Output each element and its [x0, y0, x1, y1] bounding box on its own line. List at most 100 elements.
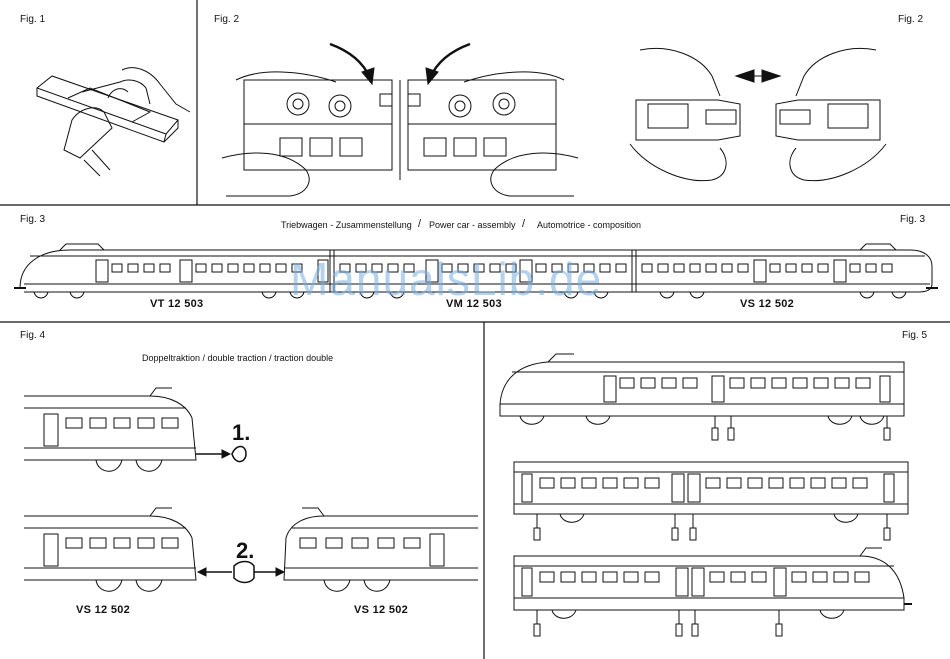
watermark-text: ManualsLib.de — [290, 252, 602, 306]
window — [832, 478, 846, 488]
window — [642, 264, 652, 272]
fig3-caption-english: Power car - assembly — [429, 220, 516, 230]
window — [162, 418, 178, 428]
window — [706, 264, 716, 272]
window — [160, 264, 170, 272]
window — [710, 572, 724, 582]
window — [793, 378, 807, 388]
window — [66, 418, 82, 428]
window — [603, 572, 617, 582]
fig3-caption-separator-1: / — [418, 218, 421, 230]
window — [582, 478, 596, 488]
window — [540, 572, 554, 582]
fig3-caption-french: Automotrice - composition — [537, 220, 641, 230]
window — [683, 378, 697, 388]
window — [138, 538, 154, 548]
window — [792, 572, 806, 582]
window — [722, 264, 732, 272]
window — [212, 264, 222, 272]
window — [834, 572, 848, 582]
window — [752, 572, 766, 582]
window — [727, 478, 741, 488]
window — [276, 264, 286, 272]
window — [730, 378, 744, 388]
window — [674, 264, 684, 272]
fig4-step-2: 2. — [236, 538, 254, 564]
window — [835, 378, 849, 388]
window — [856, 378, 870, 388]
fig3-caption-german: Triebwagen - Zusammenstellung — [281, 220, 412, 230]
window — [582, 572, 596, 582]
window — [748, 478, 762, 488]
window — [352, 538, 368, 548]
window — [850, 264, 860, 272]
window — [814, 378, 828, 388]
fig4-caption: Doppeltraktion / double traction / tract… — [142, 353, 333, 363]
fig3-label-left: Fig. 3 — [20, 214, 45, 225]
fig1-label: Fig. 1 — [20, 14, 45, 25]
window — [404, 538, 420, 548]
window — [196, 264, 206, 272]
window — [112, 264, 122, 272]
window — [624, 572, 638, 582]
fig3-car-label-vs: VS 12 502 — [740, 298, 794, 310]
window — [540, 478, 554, 488]
window — [90, 538, 106, 548]
window — [690, 264, 700, 272]
fig1-drawing — [37, 68, 190, 176]
window — [769, 478, 783, 488]
window — [260, 264, 270, 272]
window — [620, 378, 634, 388]
window — [662, 378, 676, 388]
window — [561, 478, 575, 488]
window — [326, 538, 342, 548]
window — [162, 538, 178, 548]
window — [751, 378, 765, 388]
window — [378, 538, 394, 548]
window — [228, 264, 238, 272]
window — [300, 538, 316, 548]
window — [90, 418, 106, 428]
window — [811, 478, 825, 488]
window — [706, 478, 720, 488]
fig4-car-label-right: VS 12 502 — [354, 604, 408, 616]
fig2-label-right: Fig. 2 — [898, 14, 923, 25]
window — [790, 478, 804, 488]
window — [818, 264, 828, 272]
window — [244, 264, 254, 272]
fig5-label: Fig. 5 — [902, 330, 927, 341]
fig4-step-1: 1. — [232, 420, 250, 446]
fig2-left-drawing — [222, 44, 578, 196]
window — [738, 264, 748, 272]
window — [144, 264, 154, 272]
window — [855, 572, 869, 582]
window — [882, 264, 892, 272]
fig3-label-right: Fig. 3 — [900, 214, 925, 225]
window — [66, 538, 82, 548]
fig2-right-drawing — [630, 48, 886, 180]
window — [731, 572, 745, 582]
window — [114, 418, 130, 428]
window — [786, 264, 796, 272]
window — [866, 264, 876, 272]
window — [138, 418, 154, 428]
window — [624, 478, 638, 488]
window — [561, 572, 575, 582]
window — [114, 538, 130, 548]
window — [853, 478, 867, 488]
window — [772, 378, 786, 388]
window — [616, 264, 626, 272]
window — [641, 378, 655, 388]
window — [603, 478, 617, 488]
window — [813, 572, 827, 582]
fig3-caption-separator-2: / — [522, 218, 525, 230]
window — [645, 478, 659, 488]
window — [645, 572, 659, 582]
window — [128, 264, 138, 272]
fig2-label-left: Fig. 2 — [214, 14, 239, 25]
fig4-label: Fig. 4 — [20, 330, 45, 341]
fig5-drawing — [500, 354, 912, 636]
fig5-windows — [540, 378, 870, 582]
fig3-car-label-vt: VT 12 503 — [150, 298, 203, 310]
